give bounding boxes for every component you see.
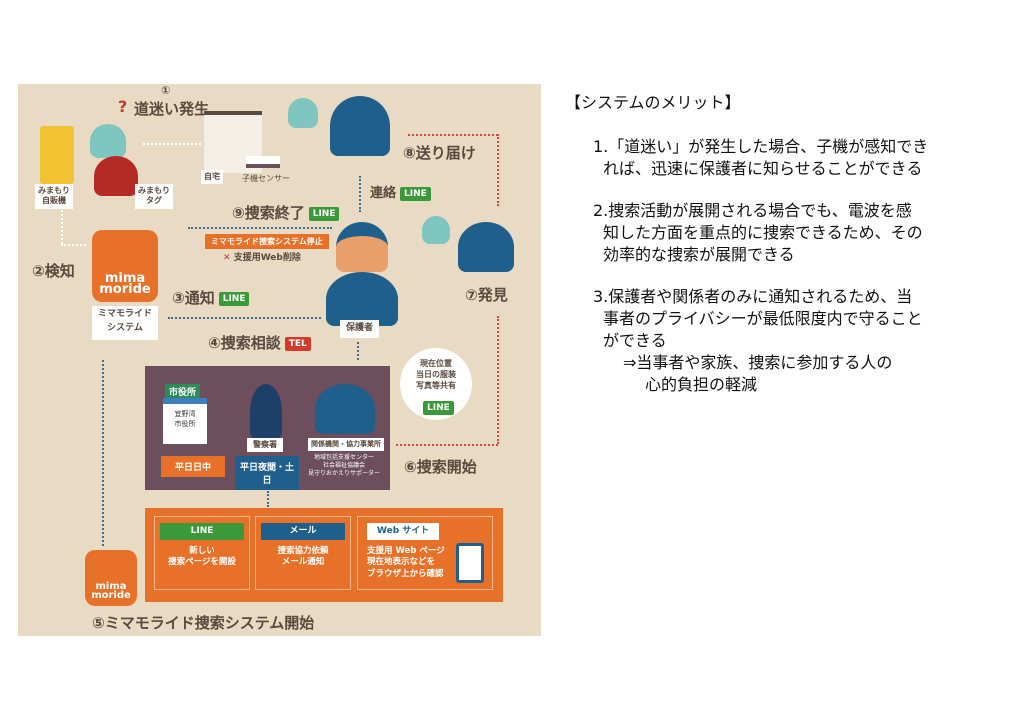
elder-head-icon [90, 124, 126, 158]
merit-3-sub1: ⇒当事者や家族、捜索に参加する人の [623, 353, 893, 372]
arrow [61, 206, 63, 244]
vending-label: みまもり 自販機 [35, 184, 73, 209]
arrow [359, 176, 361, 212]
step2-label: ②検知 [32, 262, 75, 280]
step8-label: ⑧送り届け [403, 144, 476, 162]
cityhall-sign: 市役所 [165, 384, 201, 399]
sensor-label: 子機センサー [242, 174, 290, 183]
line-badge: LINE [423, 400, 454, 415]
card-web-head: Web サイト [367, 523, 440, 540]
arrow [408, 134, 498, 136]
step4-text: ④捜索相談 [208, 334, 281, 352]
arrow [267, 491, 269, 507]
card-line: LINE 新しい 捜索ページを開設 [154, 516, 250, 590]
merit-3-line1: 3.保護者や関係者のみに通知されるため、当 [593, 287, 913, 306]
house-icon [204, 111, 262, 173]
arrow [497, 134, 499, 206]
merit-3-line2: 事者のプライバシーが最低限度内で守ること [603, 309, 923, 328]
guardian-head-icon [336, 222, 388, 272]
card-mail: メール 捜索協力依頼 メール通知 [255, 516, 351, 590]
arrow [497, 316, 499, 444]
contact-text: 連絡 [370, 186, 397, 201]
card-line-head: LINE [160, 523, 244, 540]
tag-label: みまもり タグ [135, 184, 173, 209]
step1-label: 道迷い発生 [134, 100, 210, 118]
arrow [143, 143, 201, 145]
merits-section: 【システムのメリット】 1.「道迷い」が発生した場合、子機が感知でき れば、迅速… [565, 92, 1005, 396]
partners-icon [315, 384, 375, 434]
tablet-icon [456, 543, 484, 583]
system-flow-diagram: ① ? 道迷い発生 自宅 子機センサー みまもり 自販機 みまもり タグ ②検知… [18, 84, 541, 636]
tel-badge: TEL [284, 336, 311, 351]
step3-text: ③通知 [172, 289, 215, 307]
system-label: ミマモライド システム [92, 306, 158, 340]
merit-2-line1: 2.捜索活動が展開される場合でも、電波を感 [593, 201, 912, 220]
card-mail-head: メール [261, 523, 345, 540]
line-badge: LINE [400, 186, 431, 201]
question-icon: ? [118, 97, 128, 116]
elder-icon [288, 98, 318, 128]
guardian-label: 保護者 [340, 320, 380, 338]
merit-1-line2: れば、迅速に保護者に知らせることができる [603, 159, 923, 178]
step9-text: ⑨捜索終了 [232, 204, 305, 222]
police-label: 警察署 [247, 438, 283, 453]
night-label: 平日夜間・土日 [235, 456, 299, 490]
channels-panel: LINE 新しい 捜索ページを開設 メール 捜索協力依頼 メール通知 Web サ… [145, 508, 503, 602]
guardian-body-icon [326, 272, 398, 326]
home-label: 自宅 [201, 170, 223, 185]
arrow [357, 342, 359, 360]
cityhall-building: 宜野湾 市役所 [163, 398, 207, 444]
system-stop-label: ミマモライド捜索システム停止 [205, 234, 329, 249]
weekday-label: 平日日中 [161, 456, 225, 477]
line-badge: LINE [218, 291, 250, 306]
responders-panel: 市役所 宜野湾 市役所 平日日中 警察署 平日夜間・土日 関係機関・協力事業所 … [145, 366, 390, 490]
elder-icon [422, 216, 450, 244]
merit-3-sub2: 心的負担の軽減 [645, 375, 758, 394]
card-line-body: 新しい 捜索ページを開設 [168, 545, 236, 568]
sensor-icon [246, 156, 280, 168]
arrow [396, 444, 498, 446]
partners-label: 関係機関・協力事業所 [308, 438, 384, 452]
family-icon [330, 96, 390, 156]
cross-icon: ✕ [223, 253, 231, 263]
line-badge: LINE [308, 206, 340, 221]
web-delete-label: ✕ 支援用Web削除 [223, 250, 301, 263]
web-delete-text: 支援用Web削除 [233, 253, 301, 263]
step5-label: ⑤ミマモライド捜索システム開始 [92, 614, 315, 632]
step7-label: ⑦発見 [465, 286, 508, 304]
merit-2-line2: 知した方面を重点的に捜索できるため、その [603, 223, 923, 242]
card-web: Web サイト 支援用 Web ページ 現在地表示などを ブラウザ上から確認 [357, 516, 493, 590]
vending-machine-icon [40, 126, 74, 184]
arrow [102, 360, 104, 546]
card-web-body: 支援用 Web ページ 現在地表示などを ブラウザ上から確認 [367, 545, 445, 580]
merits-title: 【システムのメリット】 [565, 93, 741, 112]
card-mail-body: 捜索協力依頼 メール通知 [277, 545, 329, 568]
family-icon [458, 222, 514, 272]
step6-label: ⑥捜索開始 [404, 458, 477, 476]
elder-body-icon [94, 156, 138, 196]
arrow [168, 317, 321, 319]
partners-list: 地域包括支援センター 社会福祉協議会 見守りおかえりサポーター [308, 454, 381, 477]
merit-2-line3: 効率的な捜索が展開できる [603, 245, 795, 264]
merit-3-line3: ができる [603, 331, 667, 350]
police-icon [250, 384, 282, 440]
step1-number: ① [161, 84, 171, 97]
arrow [188, 227, 332, 229]
merit-1-line1: 1.「道迷い」が発生した場合、子機が感知でき [593, 137, 929, 156]
arrow [61, 244, 86, 246]
